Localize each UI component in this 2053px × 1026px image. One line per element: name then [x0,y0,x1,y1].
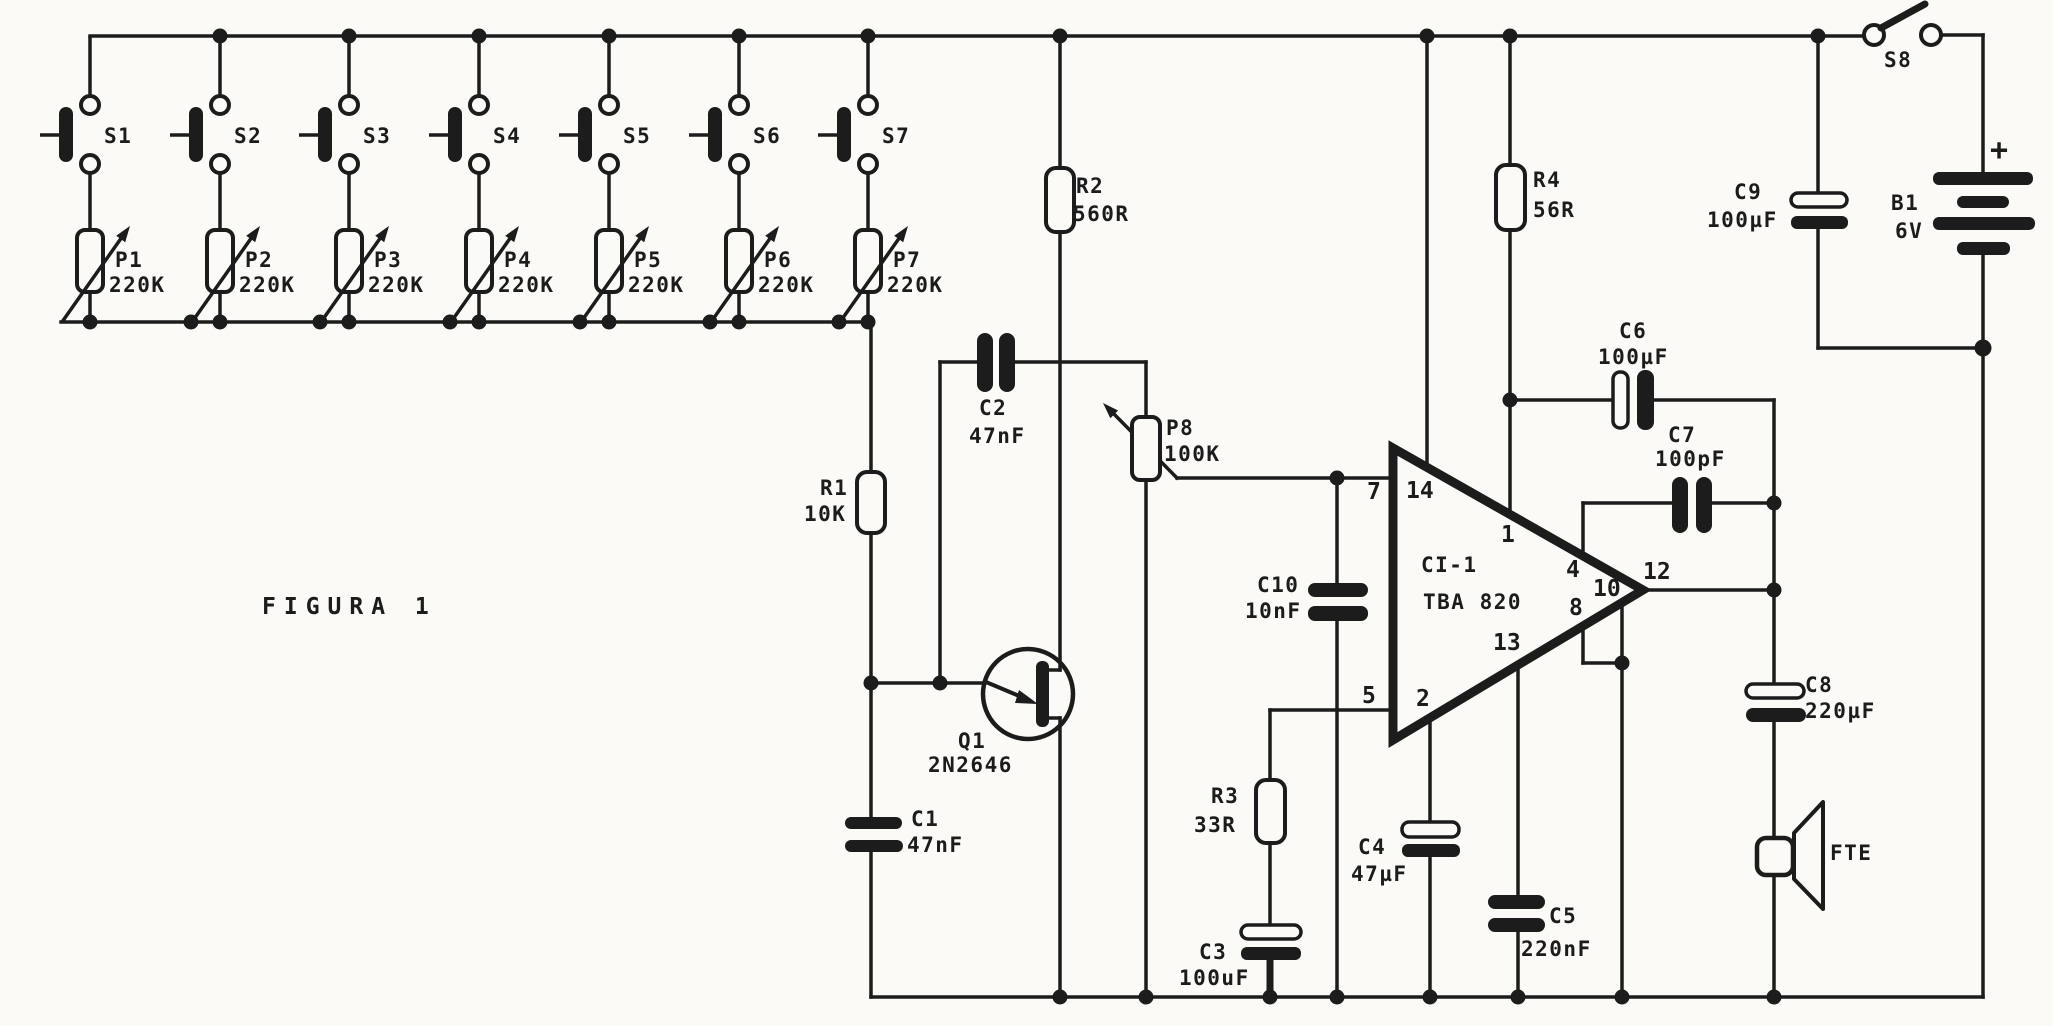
capacitor-c5 [1488,895,1545,932]
label-r3-value: 33R [1194,813,1237,837]
battery-b1 [1933,172,2035,255]
resistors [855,163,1527,845]
label-p3: P3 [374,248,403,272]
power-switch-s8 [1862,0,1943,47]
capacitor-c7 [1672,477,1712,533]
label-s2: S2 [234,124,263,148]
label-p1: P1 [115,248,144,272]
label-pin-2: 2 [1416,686,1430,712]
figure-caption: FIGURA 1 [262,594,437,620]
label-c2: C2 [979,396,1008,420]
label-pin-12: 12 [1643,559,1671,585]
capacitor-c1 [845,817,903,852]
label-c1: C1 [911,807,940,831]
label-c7: C7 [1668,423,1697,447]
transistor-q1 [980,646,1076,742]
label-b1: B1 [1891,191,1920,215]
resistor-r1 [855,470,887,535]
pot-p8 [1103,403,1162,482]
label-ic-part: TBA 820 [1423,590,1523,614]
label-s1: S1 [104,124,133,148]
label-p6: P6 [764,248,793,272]
label-p5-value: 220K [628,273,685,297]
label-battery-plus: + [1990,133,2009,168]
label-c4: C4 [1358,835,1387,859]
label-c6: C6 [1619,319,1648,343]
label-c2-value: 47nF [969,424,1026,448]
capacitor-c2 [977,333,1015,392]
speaker-fte [1754,800,1825,911]
label-p7: P7 [893,248,922,272]
label-c9: C9 [1734,180,1763,204]
label-c6-value: 100µF [1598,345,1669,369]
label-pin-7: 7 [1367,479,1381,505]
label-q1: Q1 [958,729,987,753]
label-c9-value: 100µF [1707,208,1778,232]
label-p5: P5 [634,248,663,272]
wires [59,33,1985,1001]
label-b1-voltage: 6V [1895,219,1924,243]
label-p6-value: 220K [758,273,815,297]
label-s5: S5 [623,124,652,148]
label-p4-value: 220K [498,273,555,297]
capacitor-c3 [1239,923,1303,960]
label-r3: R3 [1211,784,1240,808]
capacitor-c8 [1744,682,1806,722]
label-r4-value: 56R [1533,198,1576,222]
label-pin-10: 10 [1593,576,1621,602]
label-s7: S7 [882,124,911,148]
label-r4: R4 [1533,168,1562,192]
label-r1-value: 10K [804,502,847,526]
label-s6: S6 [753,124,782,148]
resistor-r4 [1494,163,1527,232]
resistor-r2 [1044,166,1076,234]
label-pin-8: 8 [1569,595,1583,621]
label-ic-name: CI-1 [1421,553,1478,577]
label-c10: C10 [1257,573,1300,597]
label-p2: P2 [245,248,274,272]
label-r2-value: 560R [1073,202,1130,226]
label-s8: S8 [1884,48,1913,72]
label-pin-5: 5 [1362,683,1376,709]
capacitor-c6 [1611,370,1654,430]
label-c4-value: 47µF [1351,862,1408,886]
label-pin-13: 13 [1493,630,1521,656]
label-p8-value: 100K [1164,442,1221,466]
label-r1: R1 [820,476,849,500]
label-c3: C3 [1199,940,1228,964]
label-p7-value: 220K [887,273,944,297]
label-c1-value: 47nF [907,833,964,857]
label-p1-value: 220K [109,273,166,297]
label-q1-part: 2N2646 [928,753,1013,777]
junction-dots [82,28,1992,1005]
label-pin-1: 1 [1501,522,1515,548]
capacitor-c10 [1308,583,1368,621]
label-s3: S3 [363,124,392,148]
label-c5: C5 [1549,904,1578,928]
ic-amplifier-triangle [1388,440,1652,748]
label-fte: FTE [1830,841,1873,865]
label-pin-4: 4 [1566,557,1580,583]
label-c10-value: 10nF [1245,599,1302,623]
label-p3-value: 220K [368,273,425,297]
resistor-r3 [1254,778,1287,845]
capacitor-c9 [1789,191,1849,229]
label-s4: S4 [493,124,522,148]
label-pin-14: 14 [1406,478,1434,504]
label-p8: P8 [1166,416,1195,440]
label-c8-value: 220µF [1805,699,1876,723]
label-r2: R2 [1076,174,1105,198]
label-c5-value: 220nF [1521,937,1592,961]
capacitors [845,191,1849,960]
capacitor-c4 [1400,820,1461,857]
label-c3-value: 100uF [1179,966,1250,990]
label-p4: P4 [504,248,533,272]
label-p2-value: 220K [239,273,296,297]
label-c7-value: 100pF [1655,447,1726,471]
label-c8: C8 [1805,673,1834,697]
